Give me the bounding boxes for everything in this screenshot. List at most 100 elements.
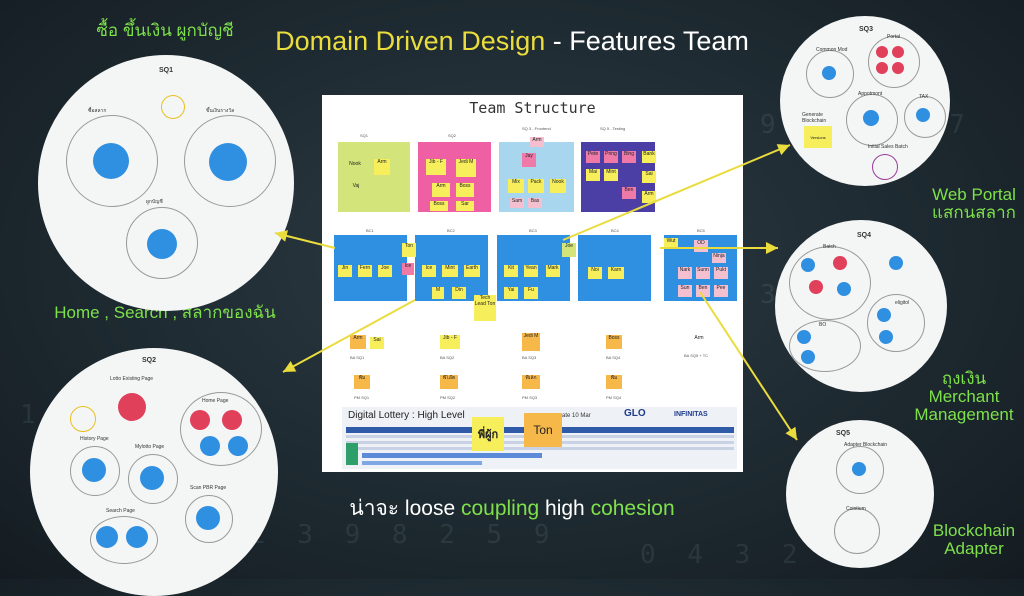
sticky-note: Arm <box>530 137 544 147</box>
timeline-task-bar <box>362 453 542 458</box>
ba-label-3: BA SQ3 <box>522 355 537 360</box>
sticky-note: พี่โอ๊ต <box>440 375 458 389</box>
group-label-3: SQ 3 - Frontend <box>522 126 551 131</box>
group-label-1: SQ1 <box>360 133 369 138</box>
sticky-note: Pee <box>714 285 728 297</box>
team-block-green <box>338 142 410 212</box>
sq4-batch-circle <box>789 246 871 320</box>
eligitol-dot-1 <box>877 308 891 322</box>
home-dot-2 <box>222 410 242 430</box>
sticky-note: Sam <box>510 198 524 208</box>
bo-dot-1 <box>797 330 811 344</box>
sticky-note: Boss <box>606 335 622 349</box>
sticky-note: Jin <box>338 265 352 277</box>
sq2-scan-label: Scan PBR Page <box>190 485 227 491</box>
sq4-single-dot <box>889 256 903 270</box>
lotto-existing-dot <box>118 393 146 421</box>
sq2-search-label: Search Page <box>106 508 135 514</box>
connector-arrows <box>274 144 798 441</box>
adapter-text: Adapter <box>944 539 1004 558</box>
sq3-tax-label: TAX <box>919 94 929 100</box>
home-dot-4 <box>228 436 248 456</box>
timeline-date: ate 10 Mar <box>562 413 591 419</box>
caption-p3: coupling <box>460 497 546 520</box>
sq1-bank-label: ผูกบัญชี <box>146 199 163 205</box>
home-dot-1 <box>190 410 210 430</box>
sq3-initial-label: Initial Sales Batch <box>868 144 908 150</box>
sq1-reward-label: ขึ้นเงินรางวัล <box>206 108 235 114</box>
sticky-note: Kit <box>504 265 518 277</box>
sticky-note: M <box>432 287 444 299</box>
pm-label-3: PM SQ3 <box>522 395 538 400</box>
batch-dot-1 <box>801 258 815 272</box>
sticky-note: Jedi M <box>456 159 476 177</box>
timeline-side-marker <box>346 443 358 465</box>
bo-dot-2 <box>801 350 815 364</box>
home-dot-3 <box>200 436 220 456</box>
sq4-batch-label: Batch <box>823 244 836 250</box>
sticky-note: Jedi M <box>522 333 540 351</box>
sq1-title: SQ1 <box>159 67 174 74</box>
sq3-versions-sticky: Versions <box>804 126 832 148</box>
label-web-portal: Web Portal แสกนสลาก <box>925 186 1023 222</box>
sq2-lotto-existing-label: Lotto Existing Page <box>110 376 154 382</box>
group-label-4: SQ 5 - Testing <box>600 126 626 131</box>
sticky-note: Yai <box>504 287 518 299</box>
bc3-label: BC3 <box>529 228 537 233</box>
sticky-pumook: พี่ผู้ก <box>472 417 504 451</box>
sq3-initial-circle <box>872 154 898 180</box>
sq2-circle: SQ2 Lotto Existing Page Home Page Histor… <box>30 348 278 596</box>
title-features-team: Features Team <box>569 26 749 56</box>
sq5-circle: SQ5 Adapter Blockchain Cointium <box>786 420 934 568</box>
portal-dot-1 <box>876 46 888 58</box>
pm-label-1: PM SQ1 <box>354 395 370 400</box>
eligitol-dot-2 <box>879 330 893 344</box>
appt-dot <box>863 110 879 126</box>
sq3-gen-label: Generate Blockchain <box>802 112 827 124</box>
web-portal-th-text: แสกนสลาก <box>932 203 1016 222</box>
bank-account-service-dot <box>147 229 177 259</box>
sq2-history-label: History Page <box>80 436 109 442</box>
portal-dot-2 <box>892 46 904 58</box>
pm-label-4: PM SQ4 <box>606 395 622 400</box>
sticky-note: Arm <box>692 335 706 347</box>
sticky-note: Fu <box>524 287 538 299</box>
team-structure-board: Team Structure SQ1 SQ2 SQ 3 - Frontend S… <box>322 95 743 472</box>
tax-dot <box>916 108 930 122</box>
portal-dot-3 <box>876 62 888 74</box>
history-dot <box>82 458 106 482</box>
search-dot-1 <box>96 526 118 548</box>
infinitas-logo: INFINITAS <box>674 411 708 418</box>
adapter-dot <box>852 462 866 476</box>
pm-label-2: PM SQ2 <box>440 395 456 400</box>
label-buy-redeem-link: ซื้อ ขึ้นเงิน ผูกบัญชี <box>96 21 234 40</box>
sq4-bo-label: BO <box>819 322 827 328</box>
tech-lead-sticky: Tech Lead Ton <box>474 295 496 321</box>
mylotto-dot <box>140 466 164 490</box>
batch-dot-4 <box>837 282 851 296</box>
arrow-to-sq2 <box>282 299 416 373</box>
sq1-buy-label: ซื้อสลาก <box>88 108 107 114</box>
sticky-note: Pack <box>528 179 544 193</box>
sticky-note: Arm <box>642 191 656 203</box>
sticky-note: Mix <box>508 179 524 193</box>
ba-label-5: BA SQ5 + TC <box>684 353 709 358</box>
arrow-to-sq3 <box>562 144 791 241</box>
web-portal-text: Web Portal <box>932 185 1016 204</box>
sticky-note: Din <box>452 287 466 299</box>
merchant-text: Merchant <box>928 387 1000 406</box>
sticky-note: Bing <box>622 151 636 163</box>
sticky-note: Joe <box>378 265 392 277</box>
sq3-common-label: Common Mod <box>816 47 848 53</box>
sticky-note: Jib - F <box>440 335 460 349</box>
sticky-note: Nook <box>346 161 364 175</box>
bottom-caption: น่าจะ loose coupling high cohesion <box>0 492 1024 525</box>
sq4-eligitol-circle <box>867 294 925 352</box>
caption-p1: น่าจะ <box>349 497 405 520</box>
bc1-label: BC1 <box>366 228 374 233</box>
common-dot <box>822 66 836 80</box>
sq2-home-label: Home Page <box>202 398 229 404</box>
sticky-note: Ice <box>402 263 414 275</box>
sticky-note: Karn <box>608 267 624 279</box>
sticky-note: Mint <box>442 265 458 277</box>
